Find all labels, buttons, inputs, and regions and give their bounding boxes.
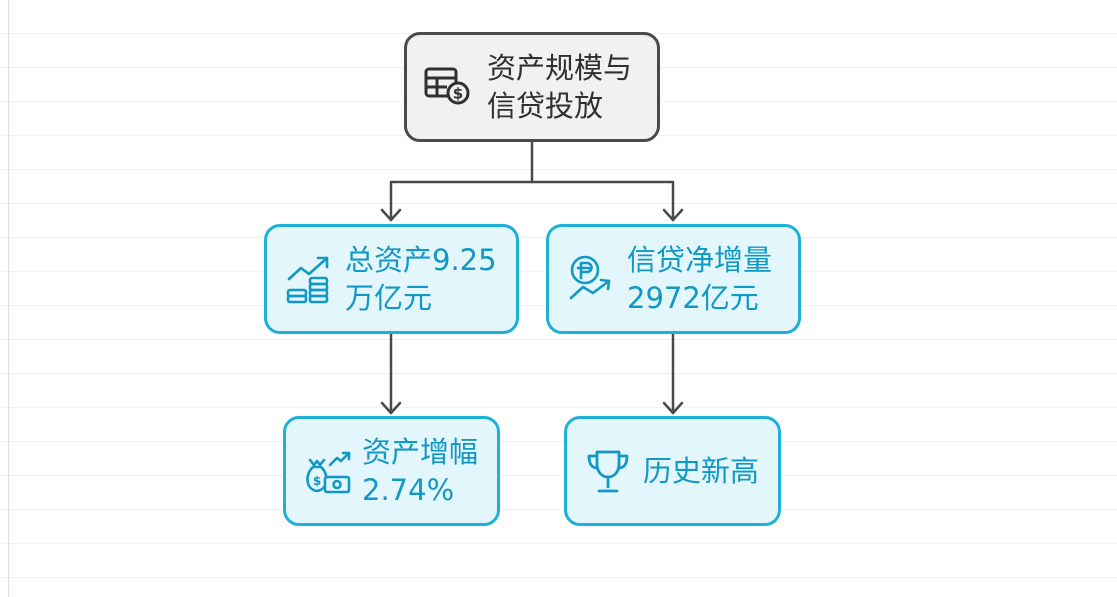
credit-increase-line1: 信贷净增量 bbox=[627, 243, 773, 277]
root-label-line1: 资产规模与 bbox=[487, 51, 633, 85]
root-label-line2: 信贷投放 bbox=[487, 89, 604, 123]
svg-text:$: $ bbox=[313, 474, 321, 488]
coin-trend-icon bbox=[567, 253, 615, 305]
growth-coins-icon bbox=[285, 253, 333, 305]
arrowhead-asset-growth bbox=[380, 401, 402, 415]
trophy-icon bbox=[585, 446, 631, 496]
node-credit-increase[interactable]: 信贷净增量 2972亿元 bbox=[546, 224, 801, 334]
node-total-assets[interactable]: 总资产9.25 万亿元 bbox=[264, 224, 519, 334]
total-assets-line2: 万亿元 bbox=[345, 281, 433, 315]
asset-growth-line1: 资产增幅 bbox=[362, 435, 479, 469]
node-asset-growth[interactable]: $ 资产增幅 2.74% bbox=[283, 416, 500, 526]
credit-increase-label: 信贷净增量 2972亿元 bbox=[627, 241, 772, 317]
record-high-line1: 历史新高 bbox=[643, 454, 760, 488]
arrowhead-total-assets bbox=[380, 208, 402, 222]
total-assets-line1: 总资产9.25 bbox=[345, 243, 497, 277]
table-dollar-icon: $ bbox=[423, 65, 473, 109]
arrowhead-record-high bbox=[662, 401, 684, 415]
connector-root-to-credit-increase bbox=[530, 180, 675, 222]
arrowhead-credit-increase bbox=[662, 208, 684, 222]
asset-growth-label: 资产增幅 2.74% bbox=[362, 433, 478, 509]
asset-growth-line2: 2.74% bbox=[362, 473, 455, 507]
node-asset-scale-credit[interactable]: $ 资产规模与 信贷投放 bbox=[404, 32, 660, 142]
total-assets-label: 总资产9.25 万亿元 bbox=[345, 241, 497, 317]
credit-increase-line2: 2972亿元 bbox=[627, 281, 759, 315]
record-high-label: 历史新高 bbox=[643, 452, 759, 490]
money-bag-growth-icon: $ bbox=[304, 445, 352, 497]
root-label: 资产规模与 信贷投放 bbox=[487, 49, 632, 125]
connector-root-to-total-assets bbox=[389, 180, 534, 222]
node-record-high[interactable]: 历史新高 bbox=[564, 416, 781, 526]
svg-text:$: $ bbox=[453, 85, 463, 103]
